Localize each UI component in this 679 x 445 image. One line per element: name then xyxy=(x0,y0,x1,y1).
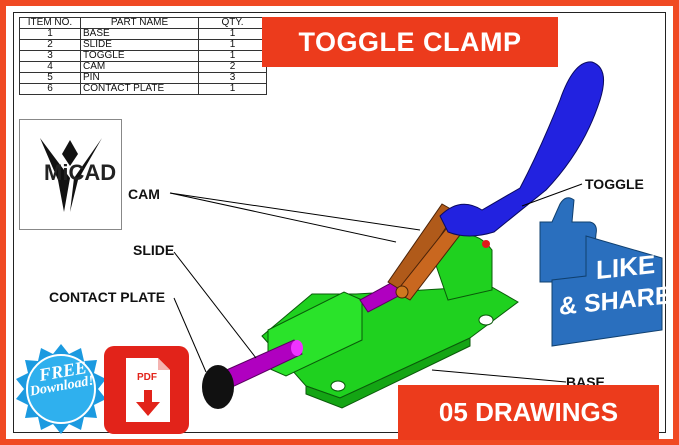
callout-cam: CAM xyxy=(128,186,160,202)
bom-qty: 1 xyxy=(198,83,267,95)
drawing-border xyxy=(13,12,666,433)
bill-of-materials-table: ITEM NO. PART NAME QTY. 1 BASE 1 2 SLIDE… xyxy=(19,17,267,95)
logo-emblem-icon xyxy=(40,138,102,212)
bom-part-name: CONTACT PLATE xyxy=(80,83,199,95)
bom-row: 2 SLIDE 1 xyxy=(19,39,267,51)
base-mount-hole xyxy=(478,314,494,326)
slide-rod-end xyxy=(291,340,303,356)
logo-text: MiCAD xyxy=(44,160,117,185)
callout-contact-plate: CONTACT PLATE xyxy=(49,289,166,305)
bom-row: 3 TOGGLE 1 xyxy=(19,50,267,62)
pdf-label: PDF xyxy=(137,372,157,383)
base-front-face xyxy=(305,337,471,409)
contact-plate-part xyxy=(202,365,234,409)
bom-row: 4 CAM 2 xyxy=(19,61,267,73)
pdf-icon xyxy=(126,358,170,422)
toggle-pin xyxy=(482,240,490,248)
pdf-download-button[interactable] xyxy=(104,346,189,434)
callout-slide: SLIDE xyxy=(133,242,175,258)
callout-toggle: TOGGLE xyxy=(585,176,644,192)
like-label: LIKE xyxy=(596,248,656,286)
base-mount-hole xyxy=(330,380,346,392)
drawings-count-banner: 05 DRAWINGS xyxy=(398,385,659,440)
micad-logo: MiCAD xyxy=(19,119,122,230)
like-share-panel xyxy=(551,235,663,347)
cam-pin xyxy=(395,285,409,299)
bom-row: 6 CONTACT PLATE 1 xyxy=(19,83,267,95)
toggle-part xyxy=(439,61,605,237)
free-download-badge[interactable] xyxy=(12,342,110,440)
title-banner: TOGGLE CLAMP xyxy=(262,17,558,67)
